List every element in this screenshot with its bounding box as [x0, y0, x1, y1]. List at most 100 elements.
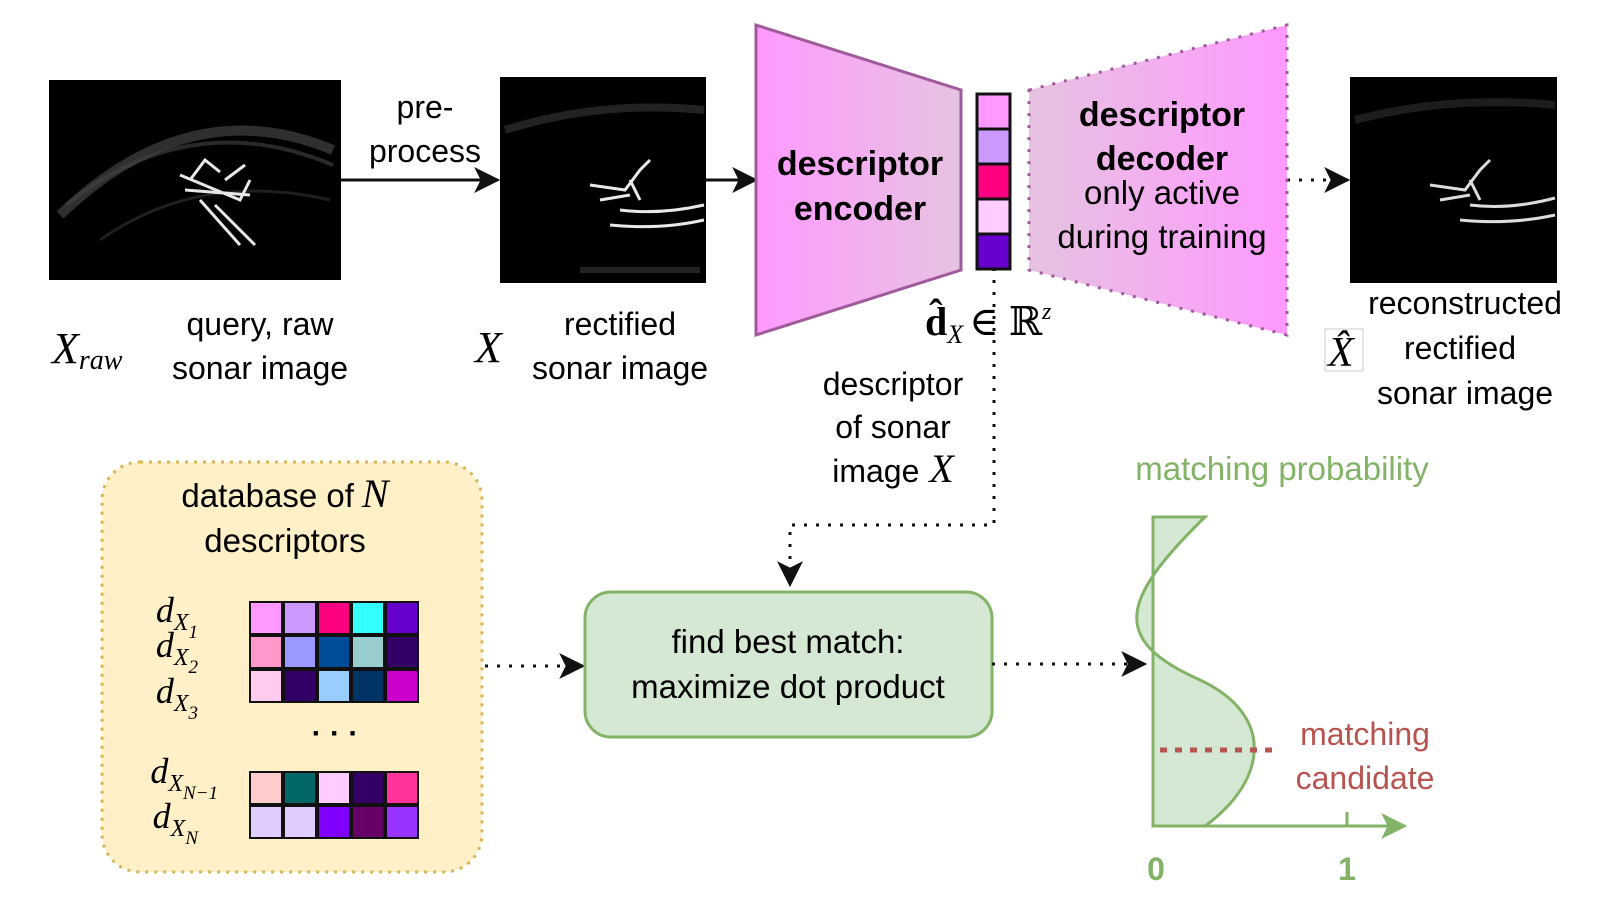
db-label-sub: X: [170, 816, 187, 842]
db-label-3: dX3: [156, 671, 198, 724]
db-label-5: dXN: [153, 796, 200, 849]
recon-symbol-box: [1324, 328, 1364, 372]
db-label-base: d: [156, 671, 175, 711]
db-top-cell-3-1: [251, 671, 281, 701]
db-bottom-cell-1-1: [251, 773, 281, 803]
db-bottom-cell-1-3: [319, 773, 349, 803]
descriptor-decoder: [1027, 23, 1289, 337]
db-bottom-cell-2-1: [251, 807, 281, 837]
db-label-subsub: 3: [188, 703, 199, 724]
preprocess-label-1: pre-: [397, 89, 454, 125]
descriptor-formula-sup: z: [1041, 299, 1052, 325]
descriptor-cell-4: [975, 197, 1012, 236]
db-label-subsub: 1: [189, 622, 199, 643]
probability-tick-label-1: 1: [1338, 851, 1356, 887]
db-top-cell-3-4: [353, 671, 383, 701]
db-top-cell-2-3: [319, 637, 349, 667]
matcher-line-1: find best match:: [672, 623, 905, 660]
db-label-sub: X: [167, 771, 184, 797]
decoder-note-1: only active: [1084, 174, 1240, 211]
rectified-sonar-image: [500, 77, 706, 283]
probability-curve: [1135, 515, 1256, 828]
db-top-cell-1-1: [251, 603, 281, 633]
descriptor-caption-symbol: X: [927, 446, 955, 491]
database-grid-top: [249, 601, 419, 703]
db-top-cell-1-3: [319, 603, 349, 633]
db-label-1: dX1: [156, 590, 198, 643]
db-bottom-cell-2-4: [353, 807, 383, 837]
db-top-cell-1-5: [387, 603, 417, 633]
preprocess-label-2: process: [369, 133, 481, 169]
db-bottom-cell-2-5: [387, 807, 417, 837]
database-ellipsis: · · ·: [312, 717, 359, 750]
db-top-cell-3-2: [285, 671, 315, 701]
decoder-label-2: decoder: [1096, 140, 1228, 178]
recon-caption-1: reconstructed: [1368, 285, 1562, 321]
database-title-2: descriptors: [204, 522, 365, 559]
db-bottom-cell-1-5: [387, 773, 417, 803]
descriptor-cell-1: [975, 92, 1012, 131]
db-label-base: d: [156, 625, 175, 665]
db-label-2: dX2: [156, 625, 199, 678]
db-top-cell-2-1: [251, 637, 281, 667]
descriptor-cell-2: [975, 127, 1012, 166]
db-label-subsub: N: [184, 828, 199, 849]
db-label-base: d: [150, 751, 169, 791]
db-bottom-cell-2-2: [285, 807, 315, 837]
probability-tick-label-0: 0: [1147, 851, 1165, 887]
recon-symbol: X̂: [1326, 329, 1356, 376]
db-top-cell-2-2: [285, 637, 315, 667]
reconstructed-sonar-image: [1350, 77, 1557, 283]
db-bottom-cell-1-2: [285, 773, 315, 803]
rect-symbol: X: [473, 323, 504, 372]
db-label-base: d: [156, 590, 175, 630]
matching-candidate-line-1: matching: [1300, 716, 1430, 752]
db-label-subsub: 2: [189, 657, 199, 678]
descriptor-formula: d̂X∈ ℝz: [925, 298, 1052, 349]
db-label-sub: X: [173, 645, 190, 671]
rect-caption-1: rectified: [564, 306, 676, 342]
db-top-cell-2-5: [387, 637, 417, 667]
rect-caption-2: sonar image: [532, 350, 708, 386]
recon-caption-2: rectified: [1404, 330, 1516, 366]
raw-symbol-base: X: [50, 324, 81, 373]
descriptor-formula-in: ∈ ℝ: [969, 299, 1043, 344]
database-title-prefix: database of: [181, 477, 354, 514]
database-grid-bottom: [249, 771, 419, 839]
db-top-cell-3-5: [387, 671, 417, 701]
db-top-cell-1-2: [285, 603, 315, 633]
descriptor-cell-3: [975, 162, 1012, 201]
db-bottom-cell-1-4: [353, 773, 383, 803]
descriptor-formula-symbol: d̂: [925, 298, 947, 344]
db-label-base: d: [153, 796, 172, 836]
matcher-box: [583, 590, 994, 739]
descriptor-caption-3-text: image: [832, 453, 919, 489]
descriptor-caption-1: descriptor: [823, 366, 964, 402]
descriptor-formula-subscript: X: [946, 320, 964, 349]
descriptor-caption-2: of sonar: [835, 409, 951, 445]
matcher-line-2: maximize dot product: [631, 668, 945, 705]
raw-caption-1: query, raw: [186, 306, 334, 342]
descriptor-vector: [975, 92, 1012, 271]
db-label-subsub: N−1: [182, 783, 218, 804]
encoder-label-2: encoder: [794, 190, 926, 228]
db-label-sub: X: [173, 691, 190, 717]
matching-candidate-line-2: candidate: [1296, 760, 1435, 796]
decoder-label-1: descriptor: [1079, 96, 1245, 134]
database-title-symbol: N: [361, 471, 391, 516]
descriptor-encoder: [754, 22, 963, 338]
raw-symbol: Xraw: [50, 324, 123, 376]
db-top-cell-1-4: [353, 603, 383, 633]
decoder-note-2: during training: [1057, 218, 1266, 255]
recon-caption-3: sonar image: [1377, 375, 1553, 411]
db-top-cell-2-4: [353, 637, 383, 667]
probability-title: matching probability: [1135, 450, 1429, 487]
raw-sonar-image: [49, 80, 341, 280]
encoder-label-1: descriptor: [777, 145, 943, 183]
db-bottom-cell-2-3: [319, 807, 349, 837]
raw-symbol-subscript: raw: [79, 345, 123, 376]
db-label-sub: X: [173, 610, 190, 636]
